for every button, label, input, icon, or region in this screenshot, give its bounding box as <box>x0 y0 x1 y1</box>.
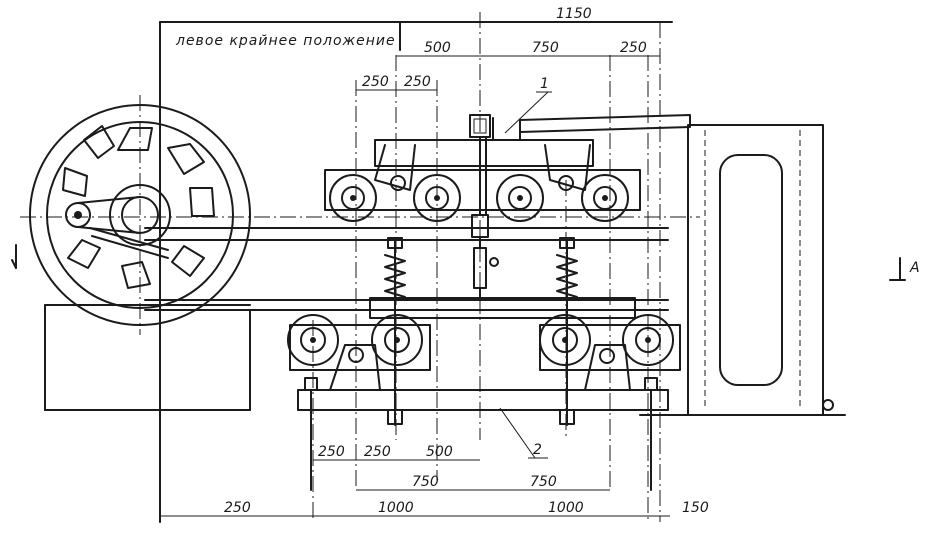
lower-carriage <box>287 297 681 491</box>
callout-1: 1 <box>540 76 549 92</box>
dim-top-250-mid: 250 <box>404 74 431 90</box>
springs <box>384 214 578 426</box>
dim-bottom-1000-left: 1000 <box>378 500 414 516</box>
view-mark-a: A <box>909 260 920 276</box>
dimensions: 1150 500 750 250 250 250 250 250 500 750… <box>160 6 709 517</box>
right-housing <box>687 124 834 416</box>
flywheel <box>29 95 251 335</box>
dim-bottom-250-a: 250 <box>318 444 345 460</box>
drawing-title: левое крайнее положение <box>175 33 396 49</box>
dim-top-500: 500 <box>424 40 451 56</box>
dim-bottom-250-left: 250 <box>224 500 251 516</box>
dim-bottom-250-b: 250 <box>364 444 391 460</box>
dim-top-750: 750 <box>532 40 559 56</box>
view-arrow-a: A <box>11 244 920 281</box>
dim-top-250-left: 250 <box>362 74 389 90</box>
dim-bottom-500: 500 <box>426 444 453 460</box>
callouts: 1 2 <box>499 76 552 459</box>
dim-bottom-150: 150 <box>682 500 709 516</box>
upper-rollers <box>329 174 629 222</box>
dim-bottom-1000-right: 1000 <box>548 500 584 516</box>
dim-top-250-right: 250 <box>620 40 647 56</box>
callout-2: 2 <box>533 442 542 458</box>
dim-bottom-750-left: 750 <box>412 474 439 490</box>
center-lines <box>312 12 661 522</box>
upper-carriage <box>324 114 691 222</box>
dim-bottom-750-right: 750 <box>530 474 557 490</box>
dim-top-overall: 1150 <box>556 6 592 22</box>
title-frame: левое крайнее положение <box>159 21 673 523</box>
